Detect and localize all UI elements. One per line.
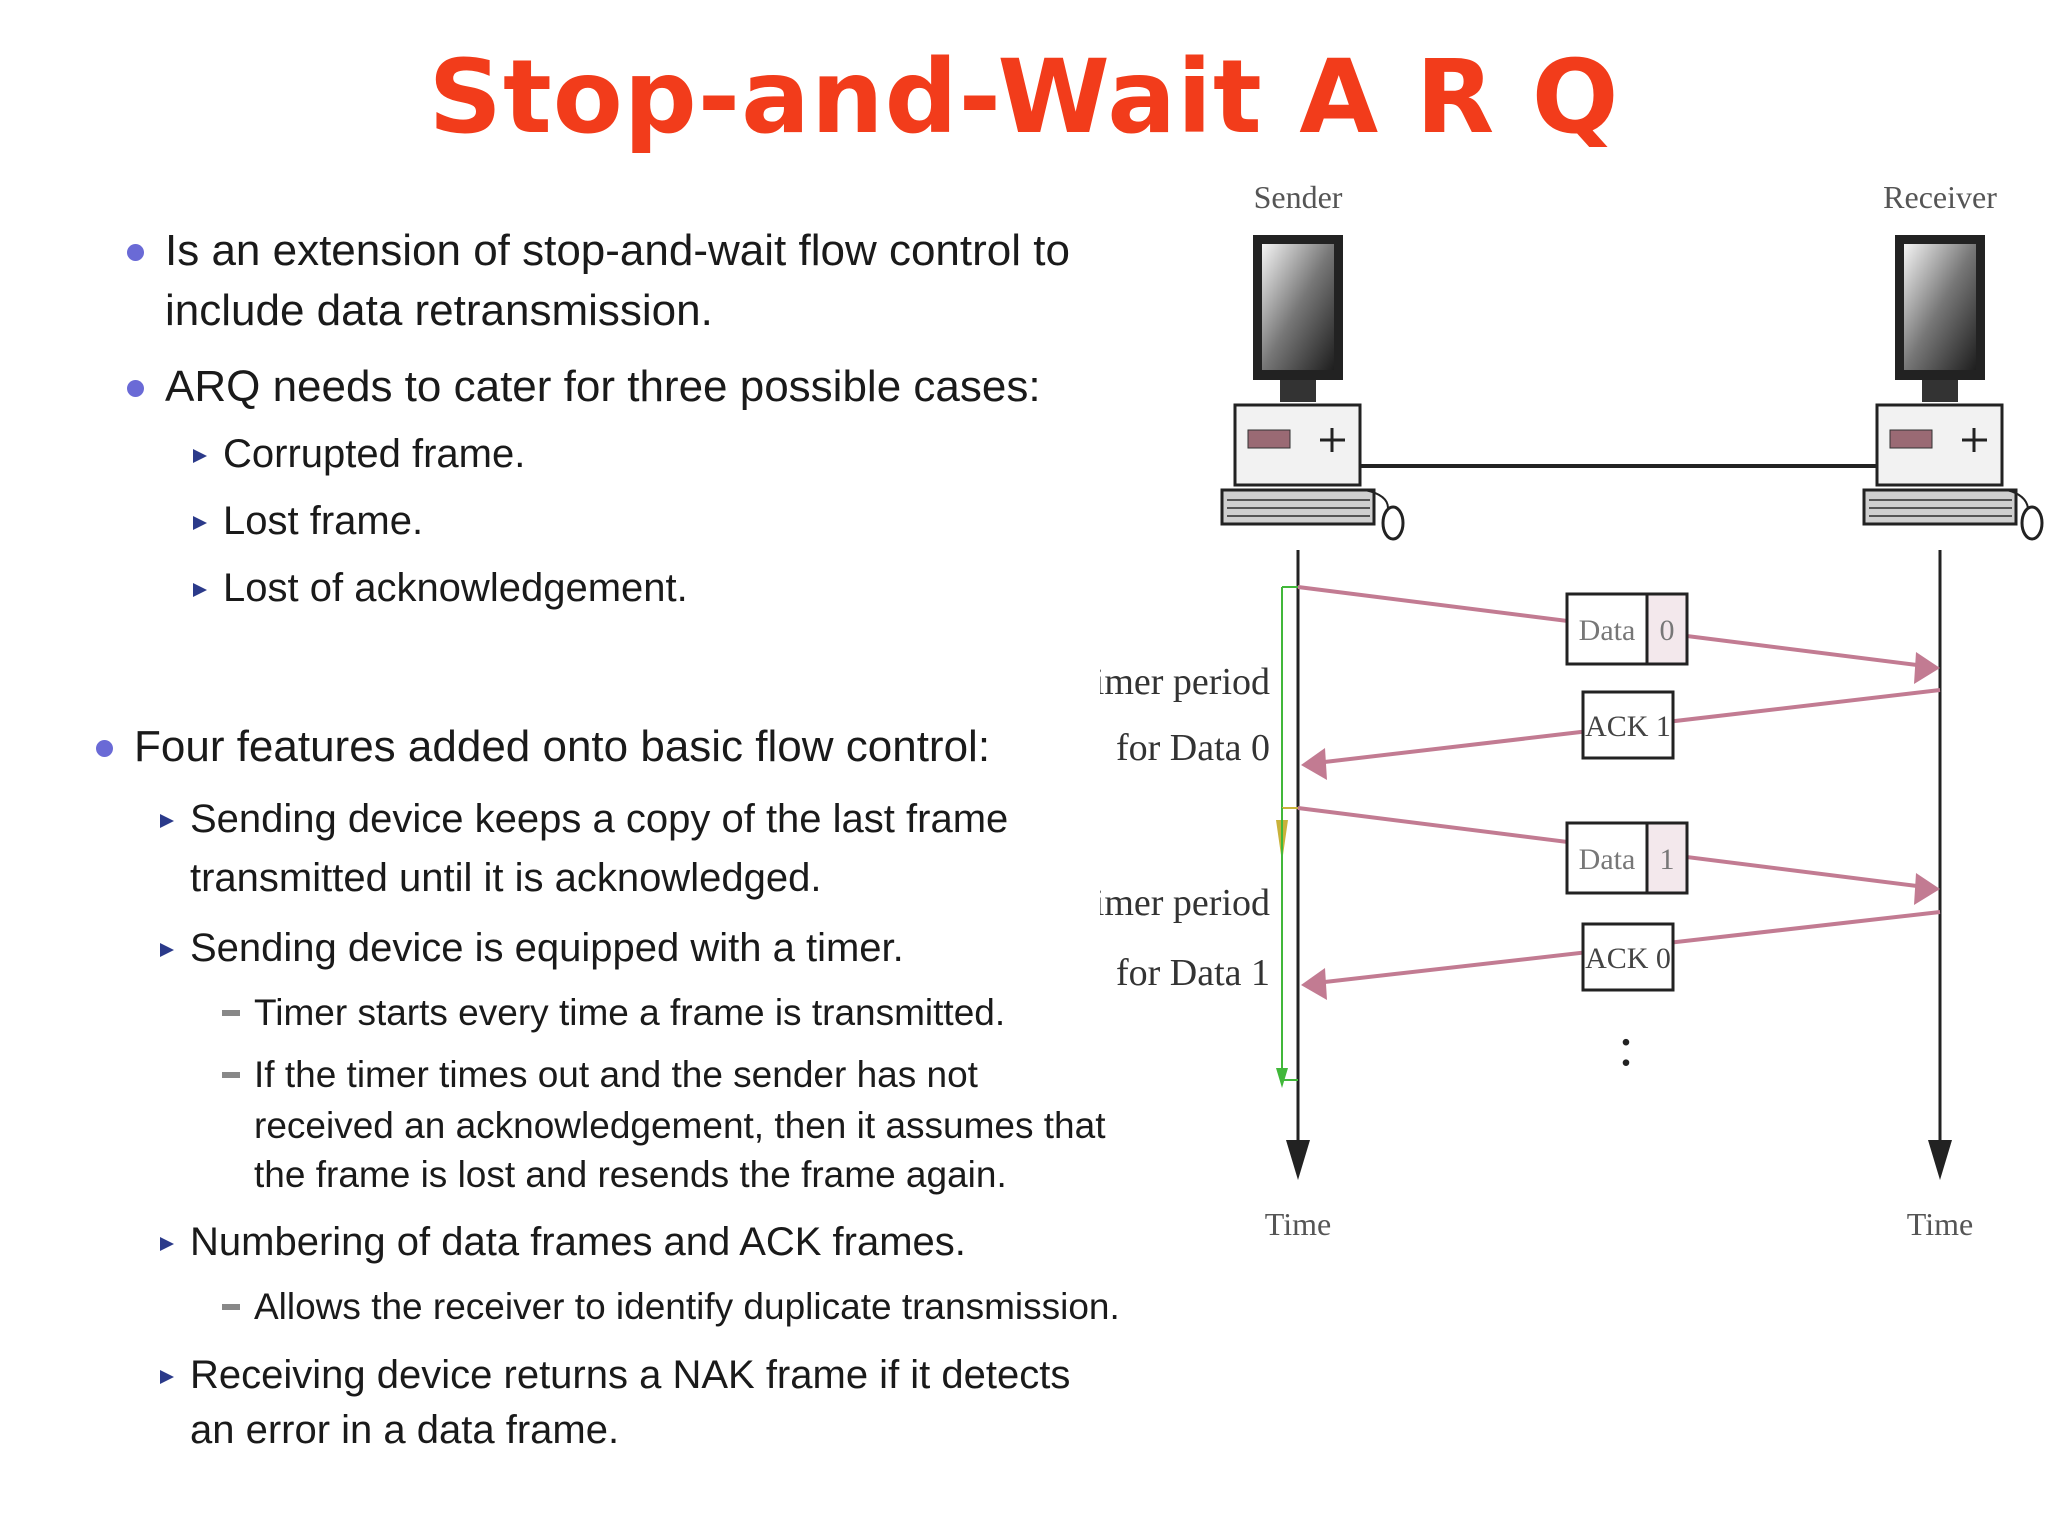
- bullet-3: Four features added onto basic flow cont…: [134, 722, 991, 771]
- triangle-arrow-icon: [193, 449, 207, 463]
- data-frame-0-label: Data: [1579, 614, 1636, 647]
- triangle-arrow-icon: [160, 1370, 174, 1384]
- receiver-computer-icon: [1862, 235, 2044, 541]
- ack-0-label: ACK 0: [1585, 942, 1671, 975]
- bullet-dot-icon: [127, 380, 144, 397]
- timer-label-2-line-1: Timer period: [1100, 882, 1270, 924]
- timer-bracket-1: [1276, 586, 1298, 862]
- bullet-2: ARQ needs to cater for three possible ca…: [165, 362, 1041, 411]
- feature-2-detail-a: Timer starts every time a frame is trans…: [254, 992, 1006, 1033]
- sender-time-arrowhead: [1286, 1140, 1310, 1180]
- ack-0-box: ACK 0: [1581, 922, 1675, 992]
- timer-bracket-2: [1276, 808, 1298, 1088]
- timer-label-1-line-1: Timer period: [1100, 661, 1270, 703]
- data-frame-1-label: Data: [1579, 843, 1636, 876]
- ack-1-label: ACK 1: [1585, 710, 1671, 743]
- data-frame-0-seq: 0: [1660, 614, 1675, 647]
- data-frame-0-box: Data 0: [1565, 592, 1689, 666]
- receiver-time-arrowhead: [1928, 1140, 1952, 1180]
- ack-1-box: ACK 1: [1581, 690, 1675, 760]
- dash-icon: [222, 1304, 240, 1310]
- receiver-label: Receiver: [1883, 179, 1997, 215]
- feature-1-line-2: transmitted until it is acknowledged.: [190, 856, 822, 900]
- slide-title: Stop-and-Wait A R Q: [428, 38, 1620, 157]
- feature-2-detail-b-line-3: the frame is lost and resends the frame …: [254, 1154, 1007, 1195]
- data-frame-1-seq: 1: [1660, 843, 1675, 876]
- bullet-1-line-2: include data retransmission.: [165, 286, 713, 335]
- feature-3-detail-a: Allows the receiver to identify duplicat…: [254, 1286, 1120, 1327]
- dash-icon: [222, 1072, 240, 1078]
- feature-4-line-2: an error in a data frame.: [190, 1408, 620, 1452]
- continuation-dots: :: [1618, 1016, 1634, 1078]
- bullet-dot-icon: [96, 740, 113, 757]
- dash-icon: [222, 1010, 240, 1016]
- feature-2-detail-b-line-1: If the timer times out and the sender ha…: [254, 1054, 978, 1095]
- feature-2: Sending device is equipped with a timer.: [190, 926, 904, 970]
- bullet-1-line-1: Is an extension of stop-and-wait flow co…: [165, 226, 1070, 275]
- timer-label-1-line-2: for Data 0: [1116, 727, 1270, 769]
- triangle-arrow-icon: [160, 1237, 174, 1251]
- bullet-dot-icon: [127, 244, 144, 261]
- sender-label: Sender: [1254, 179, 1343, 215]
- case-lost-ack: Lost of acknowledgement.: [223, 566, 688, 610]
- feature-3: Numbering of data frames and ACK frames.: [190, 1220, 966, 1264]
- feature-2-detail-b-line-2: received an acknowledgement, then it ass…: [254, 1105, 1106, 1146]
- feature-1-line-1: Sending device keeps a copy of the last …: [190, 797, 1009, 841]
- stop-and-wait-diagram: Sender Receiver Time Time Timer period f…: [1100, 179, 2044, 1242]
- triangle-arrow-icon: [160, 814, 174, 828]
- case-lost-frame: Lost frame.: [223, 499, 424, 543]
- sender-computer-icon: [1220, 235, 1405, 541]
- triangle-arrow-icon: [160, 943, 174, 957]
- triangle-arrow-icon: [193, 516, 207, 530]
- receiver-time-label: Time: [1907, 1206, 1973, 1242]
- data-frame-1-box: Data 1: [1565, 821, 1689, 895]
- triangle-arrow-icon: [193, 583, 207, 597]
- sender-time-label: Time: [1265, 1206, 1331, 1242]
- timer-label-2-line-2: for Data 1: [1116, 952, 1270, 994]
- feature-4-line-1: Receiving device returns a NAK frame if …: [190, 1353, 1071, 1397]
- case-corrupted-frame: Corrupted frame.: [223, 432, 526, 476]
